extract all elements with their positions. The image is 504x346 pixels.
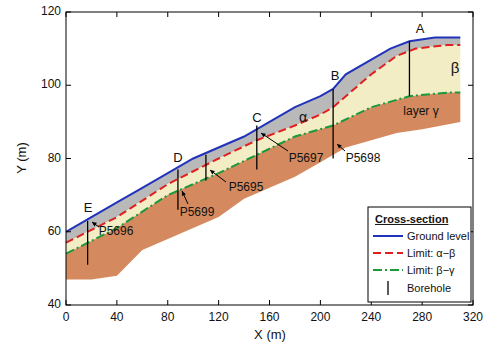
y-tick: [66, 85, 71, 86]
axis-title: X (m): [254, 328, 286, 342]
borehole-id: P5699: [180, 206, 215, 219]
layer-name: layer γ: [403, 105, 438, 118]
x-tick: [116, 12, 117, 17]
leader-arrowhead: [210, 170, 215, 174]
borehole-id: P5698: [346, 152, 381, 165]
legend-sample-line: [373, 252, 403, 254]
x-tick: [269, 300, 270, 305]
section-point: E: [84, 201, 93, 215]
legend-box: [368, 207, 471, 302]
legend-sample-line: [373, 235, 403, 237]
y-tick: [66, 158, 71, 159]
beta-layer: [66, 45, 460, 254]
legend-text: Limit: α−β: [407, 247, 455, 259]
borehole-line: [332, 89, 333, 159]
y-tick: [468, 85, 473, 86]
leader-line: [210, 170, 226, 182]
leader-arrowhead: [261, 133, 266, 137]
x-tick: [66, 300, 67, 305]
y-tick-label: 60: [48, 225, 61, 238]
leader-line: [182, 191, 188, 204]
layer-name: α: [299, 110, 307, 125]
plot-frame: [66, 12, 473, 305]
section-point: A: [416, 22, 425, 36]
borehole-line: [87, 221, 88, 265]
y-tick: [66, 305, 71, 306]
x-tick: [422, 12, 423, 17]
x-tick: [320, 300, 321, 305]
borehole-line: [409, 41, 410, 96]
legend-heading: Cross-section: [375, 213, 448, 225]
y-tick-label: 120: [41, 5, 61, 18]
leader-arrowhead: [92, 222, 97, 226]
layer-name: β: [451, 60, 460, 77]
y-tick-label: 80: [48, 152, 61, 165]
borehole-line: [177, 169, 178, 209]
x-tick-label: 120: [209, 311, 229, 324]
borehole-line: [256, 126, 257, 170]
leader-line: [261, 133, 288, 151]
x-tick: [66, 12, 67, 17]
x-tick-label: 80: [161, 311, 174, 324]
x-tick: [167, 12, 168, 17]
legend-sample-line: [373, 269, 403, 271]
leader-line: [92, 222, 99, 227]
section-point: B: [331, 69, 340, 83]
legend-text: Ground level: [407, 230, 469, 242]
x-tick: [473, 300, 474, 305]
leader-arrowhead: [182, 191, 186, 196]
borehole-id: P5696: [99, 225, 134, 238]
leader-line: [337, 144, 345, 151]
x-tick: [116, 300, 117, 305]
borehole-id: P5697: [289, 152, 324, 165]
borehole-line: [205, 155, 206, 181]
x-tick-label: 40: [110, 311, 123, 324]
x-tick-label: 200: [310, 311, 330, 324]
y-tick: [468, 158, 473, 159]
x-tick-label: 240: [361, 311, 381, 324]
x-tick-label: 280: [412, 311, 432, 324]
y-tick: [468, 305, 473, 306]
ground-level: [66, 38, 460, 232]
x-tick-label: 0: [63, 311, 70, 324]
legend-sample-borehole: [387, 281, 388, 295]
x-tick: [320, 12, 321, 17]
axis-title: Y (m): [15, 142, 29, 174]
y-tick: [66, 12, 71, 13]
x-tick: [269, 12, 270, 17]
x-tick-label: 160: [260, 311, 280, 324]
leader-arrowhead: [337, 144, 342, 149]
borehole-id: P5695: [229, 181, 264, 194]
limit-alpha-beta: [66, 45, 460, 243]
x-tick: [473, 12, 474, 17]
legend-text: Limit: β−γ: [407, 264, 455, 276]
y-tick: [468, 12, 473, 13]
section-point: D: [173, 151, 182, 165]
y-tick-label: 100: [41, 79, 61, 92]
x-tick-label: 320: [463, 311, 483, 324]
x-tick: [218, 12, 219, 17]
x-tick: [371, 12, 372, 17]
x-tick: [167, 300, 168, 305]
legend-text: Borehole: [407, 282, 451, 294]
y-tick: [66, 231, 71, 232]
y-tick-label: 40: [48, 298, 61, 311]
x-tick: [218, 300, 219, 305]
section-point: C: [252, 111, 261, 125]
